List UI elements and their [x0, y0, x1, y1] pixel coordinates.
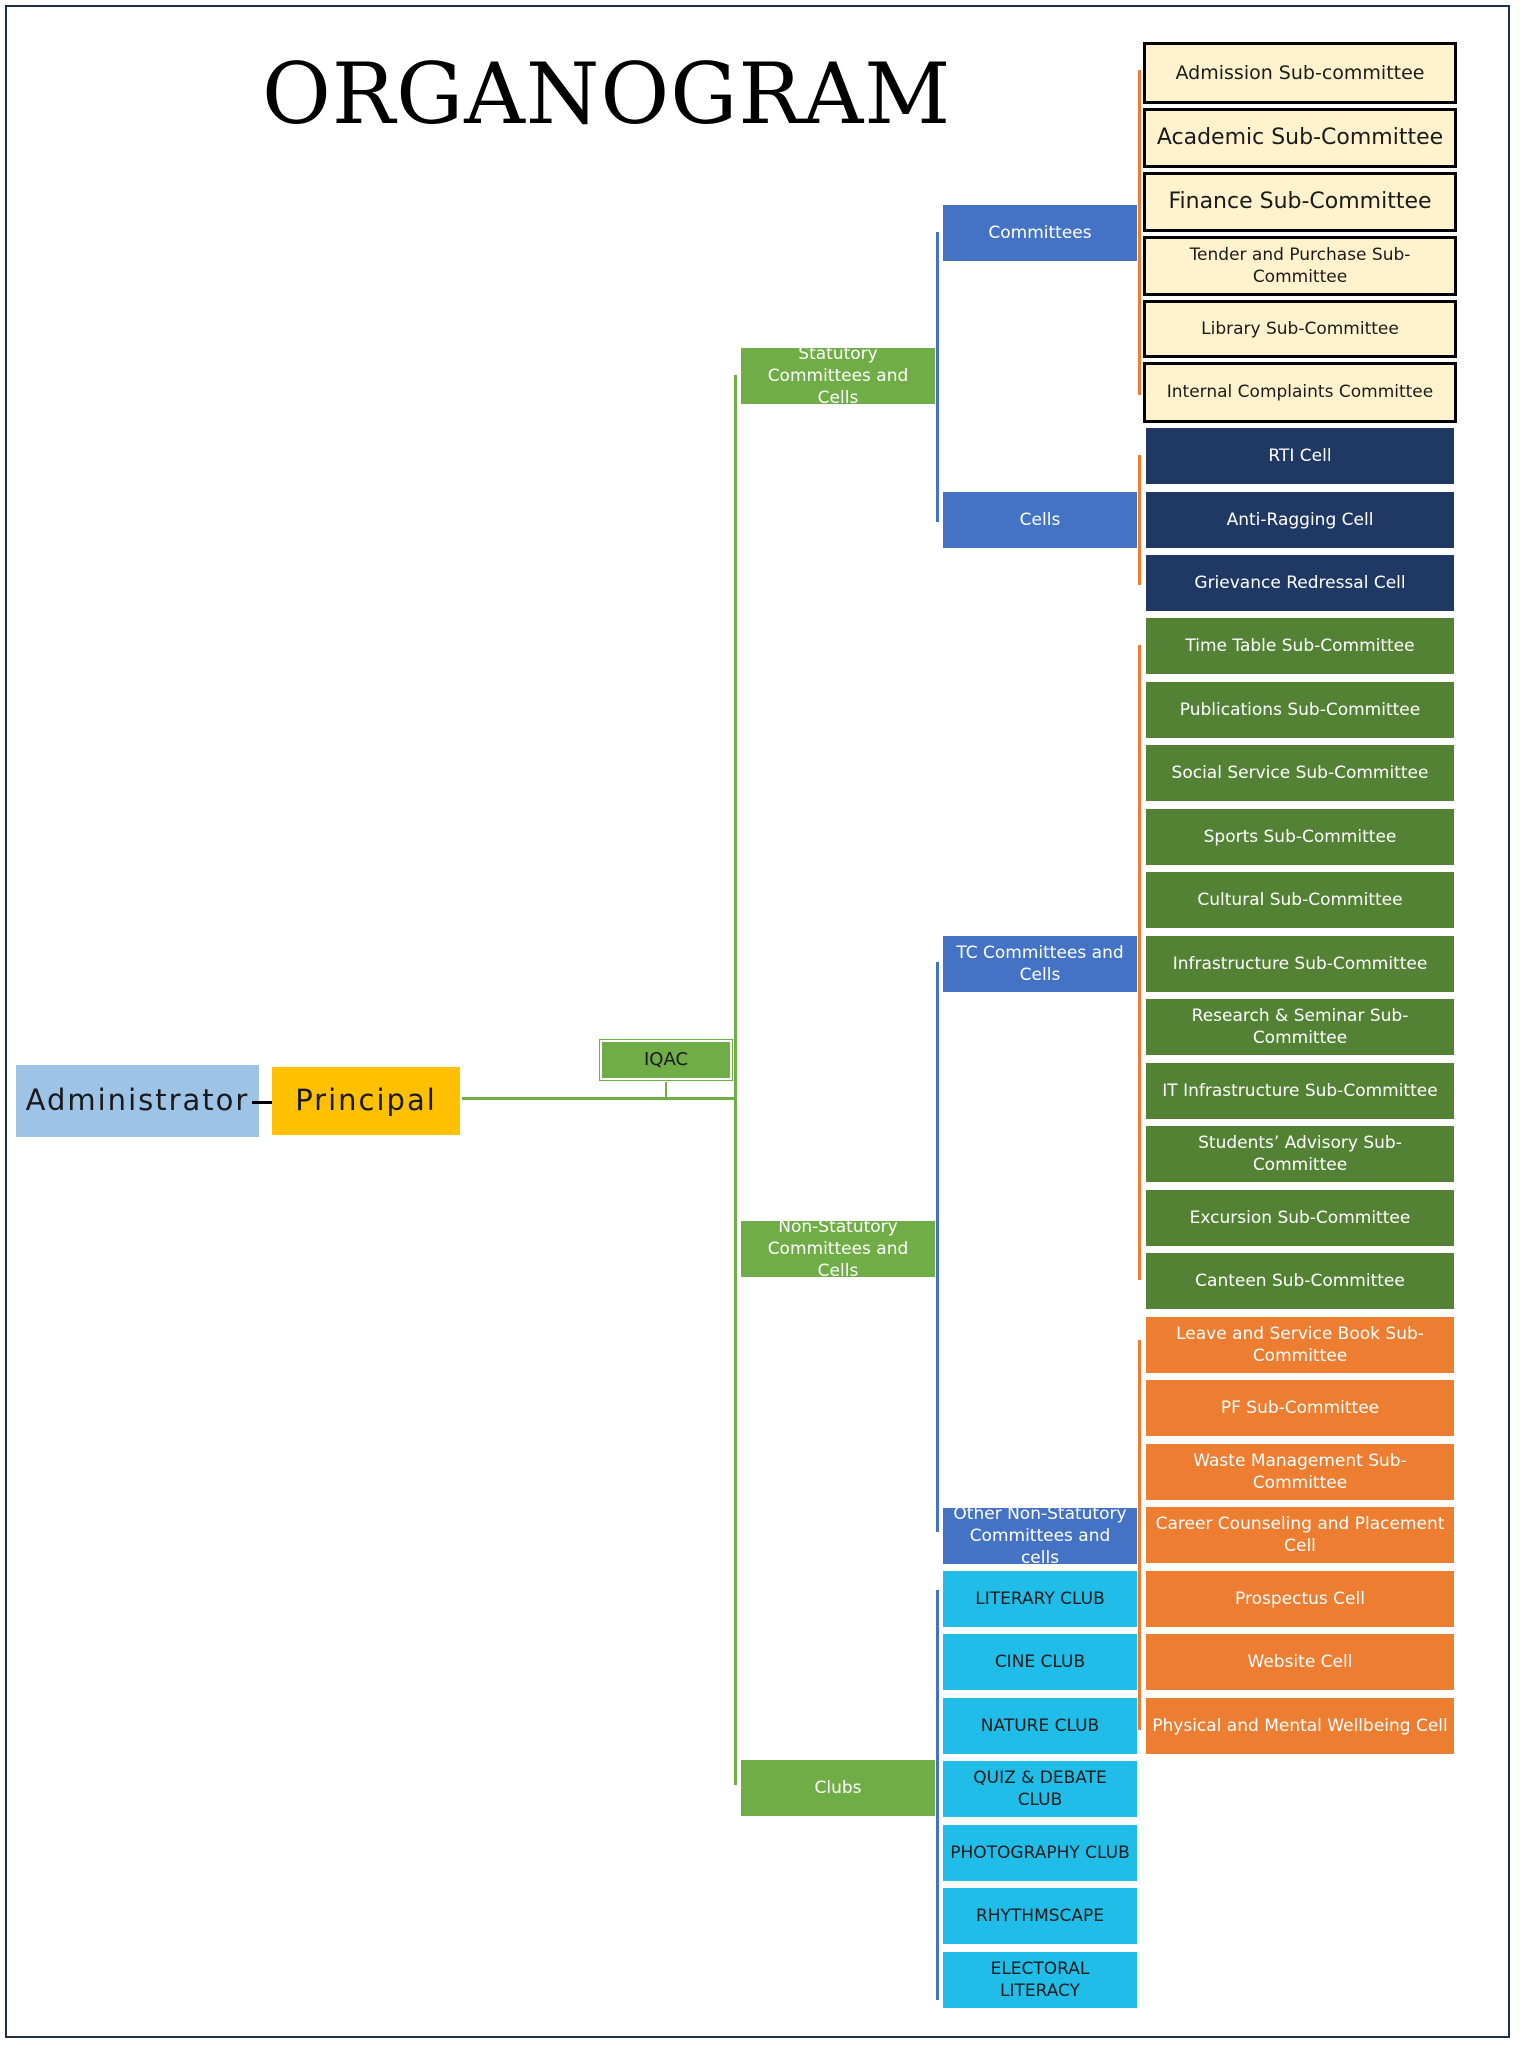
other-committees-box: Other Non-Statutory Committees and cells — [943, 1504, 1137, 1568]
cell-item: RTI Cell — [1146, 428, 1454, 484]
clubs-box: Clubs — [741, 1760, 935, 1816]
nonstatutory-branch-line — [936, 962, 939, 1532]
clubs-branch-line — [936, 1590, 939, 2000]
cell-item: Grievance Redressal Cell — [1146, 555, 1454, 611]
committee-item: Admission Sub-committee — [1143, 42, 1457, 104]
club-item: CINE CLUB — [943, 1634, 1137, 1690]
club-item: PHOTOGRAPHY CLUB — [943, 1825, 1137, 1881]
club-item: NATURE CLUB — [943, 1698, 1137, 1754]
tc-committee-item: Infrastructure Sub-Committee — [1146, 936, 1454, 992]
club-item: LITERARY CLUB — [943, 1571, 1137, 1627]
tc-branch-line — [1138, 645, 1141, 1280]
committee-item: Library Sub-Committee — [1143, 300, 1457, 358]
cells-branch-line — [1138, 455, 1141, 585]
cell-item: Anti-Ragging Cell — [1146, 492, 1454, 548]
iqac-connector-line — [665, 1082, 667, 1098]
principal-box: Principal — [272, 1067, 460, 1135]
arrow-line — [252, 1101, 278, 1104]
iqac-box: IQAC — [599, 1039, 733, 1081]
club-item: QUIZ & DEBATE CLUB — [943, 1761, 1137, 1817]
principal-connector-line — [462, 1097, 734, 1100]
level2-trunk-line — [734, 375, 737, 1785]
tc-committee-item: Students’ Advisory Sub-Committee — [1146, 1126, 1454, 1182]
cells-box: Cells — [943, 492, 1137, 548]
statutory-committees-box: Statutory Committees and Cells — [741, 344, 935, 408]
other-branch-line — [1138, 1340, 1141, 1730]
other-committee-item: Career Counseling and Placement Cell — [1146, 1507, 1454, 1563]
tc-committee-item: Excursion Sub-Committee — [1146, 1190, 1454, 1246]
tc-committee-item: Social Service Sub-Committee — [1146, 745, 1454, 801]
other-committee-item: Waste Management Sub-Committee — [1146, 1444, 1454, 1500]
page-frame — [5, 5, 1510, 2038]
other-committee-item: Website Cell — [1146, 1634, 1454, 1690]
other-committee-item: Leave and Service Book Sub-Committee — [1146, 1317, 1454, 1373]
club-item: ELECTORAL LITERACY — [943, 1952, 1137, 2008]
page-title: ORGANOGRAM — [262, 45, 952, 143]
club-item: RHYTHMSCAPE — [943, 1888, 1137, 1944]
tc-committee-item: Sports Sub-Committee — [1146, 809, 1454, 865]
non-statutory-committees-box: Non-Statutory Committees and Cells — [741, 1217, 935, 1281]
committee-item: Academic Sub-Committee — [1143, 108, 1457, 168]
tc-committee-item: Publications Sub-Committee — [1146, 682, 1454, 738]
tc-committee-item: Cultural Sub-Committee — [1146, 872, 1454, 928]
other-committee-item: Physical and Mental Wellbeing Cell — [1146, 1698, 1454, 1754]
committees-branch-line — [1138, 70, 1141, 395]
committees-box: Committees — [943, 205, 1137, 261]
other-committee-item: Prospectus Cell — [1146, 1571, 1454, 1627]
tc-committee-item: Canteen Sub-Committee — [1146, 1253, 1454, 1309]
committee-item: Tender and Purchase Sub-Committee — [1143, 236, 1457, 296]
tc-committees-box: TC Committees and Cells — [943, 936, 1137, 992]
tc-committee-item: Research & Seminar Sub-Committee — [1146, 999, 1454, 1055]
tc-committee-item: IT Infrastructure Sub-Committee — [1146, 1063, 1454, 1119]
committee-item: Finance Sub-Committee — [1143, 172, 1457, 232]
tc-committee-item: Time Table Sub-Committee — [1146, 618, 1454, 674]
statutory-branch-line — [936, 232, 939, 522]
committee-item: Internal Complaints Committee — [1143, 362, 1457, 423]
administrator-box: Administrator — [16, 1065, 259, 1137]
other-committee-item: PF Sub-Committee — [1146, 1380, 1454, 1436]
